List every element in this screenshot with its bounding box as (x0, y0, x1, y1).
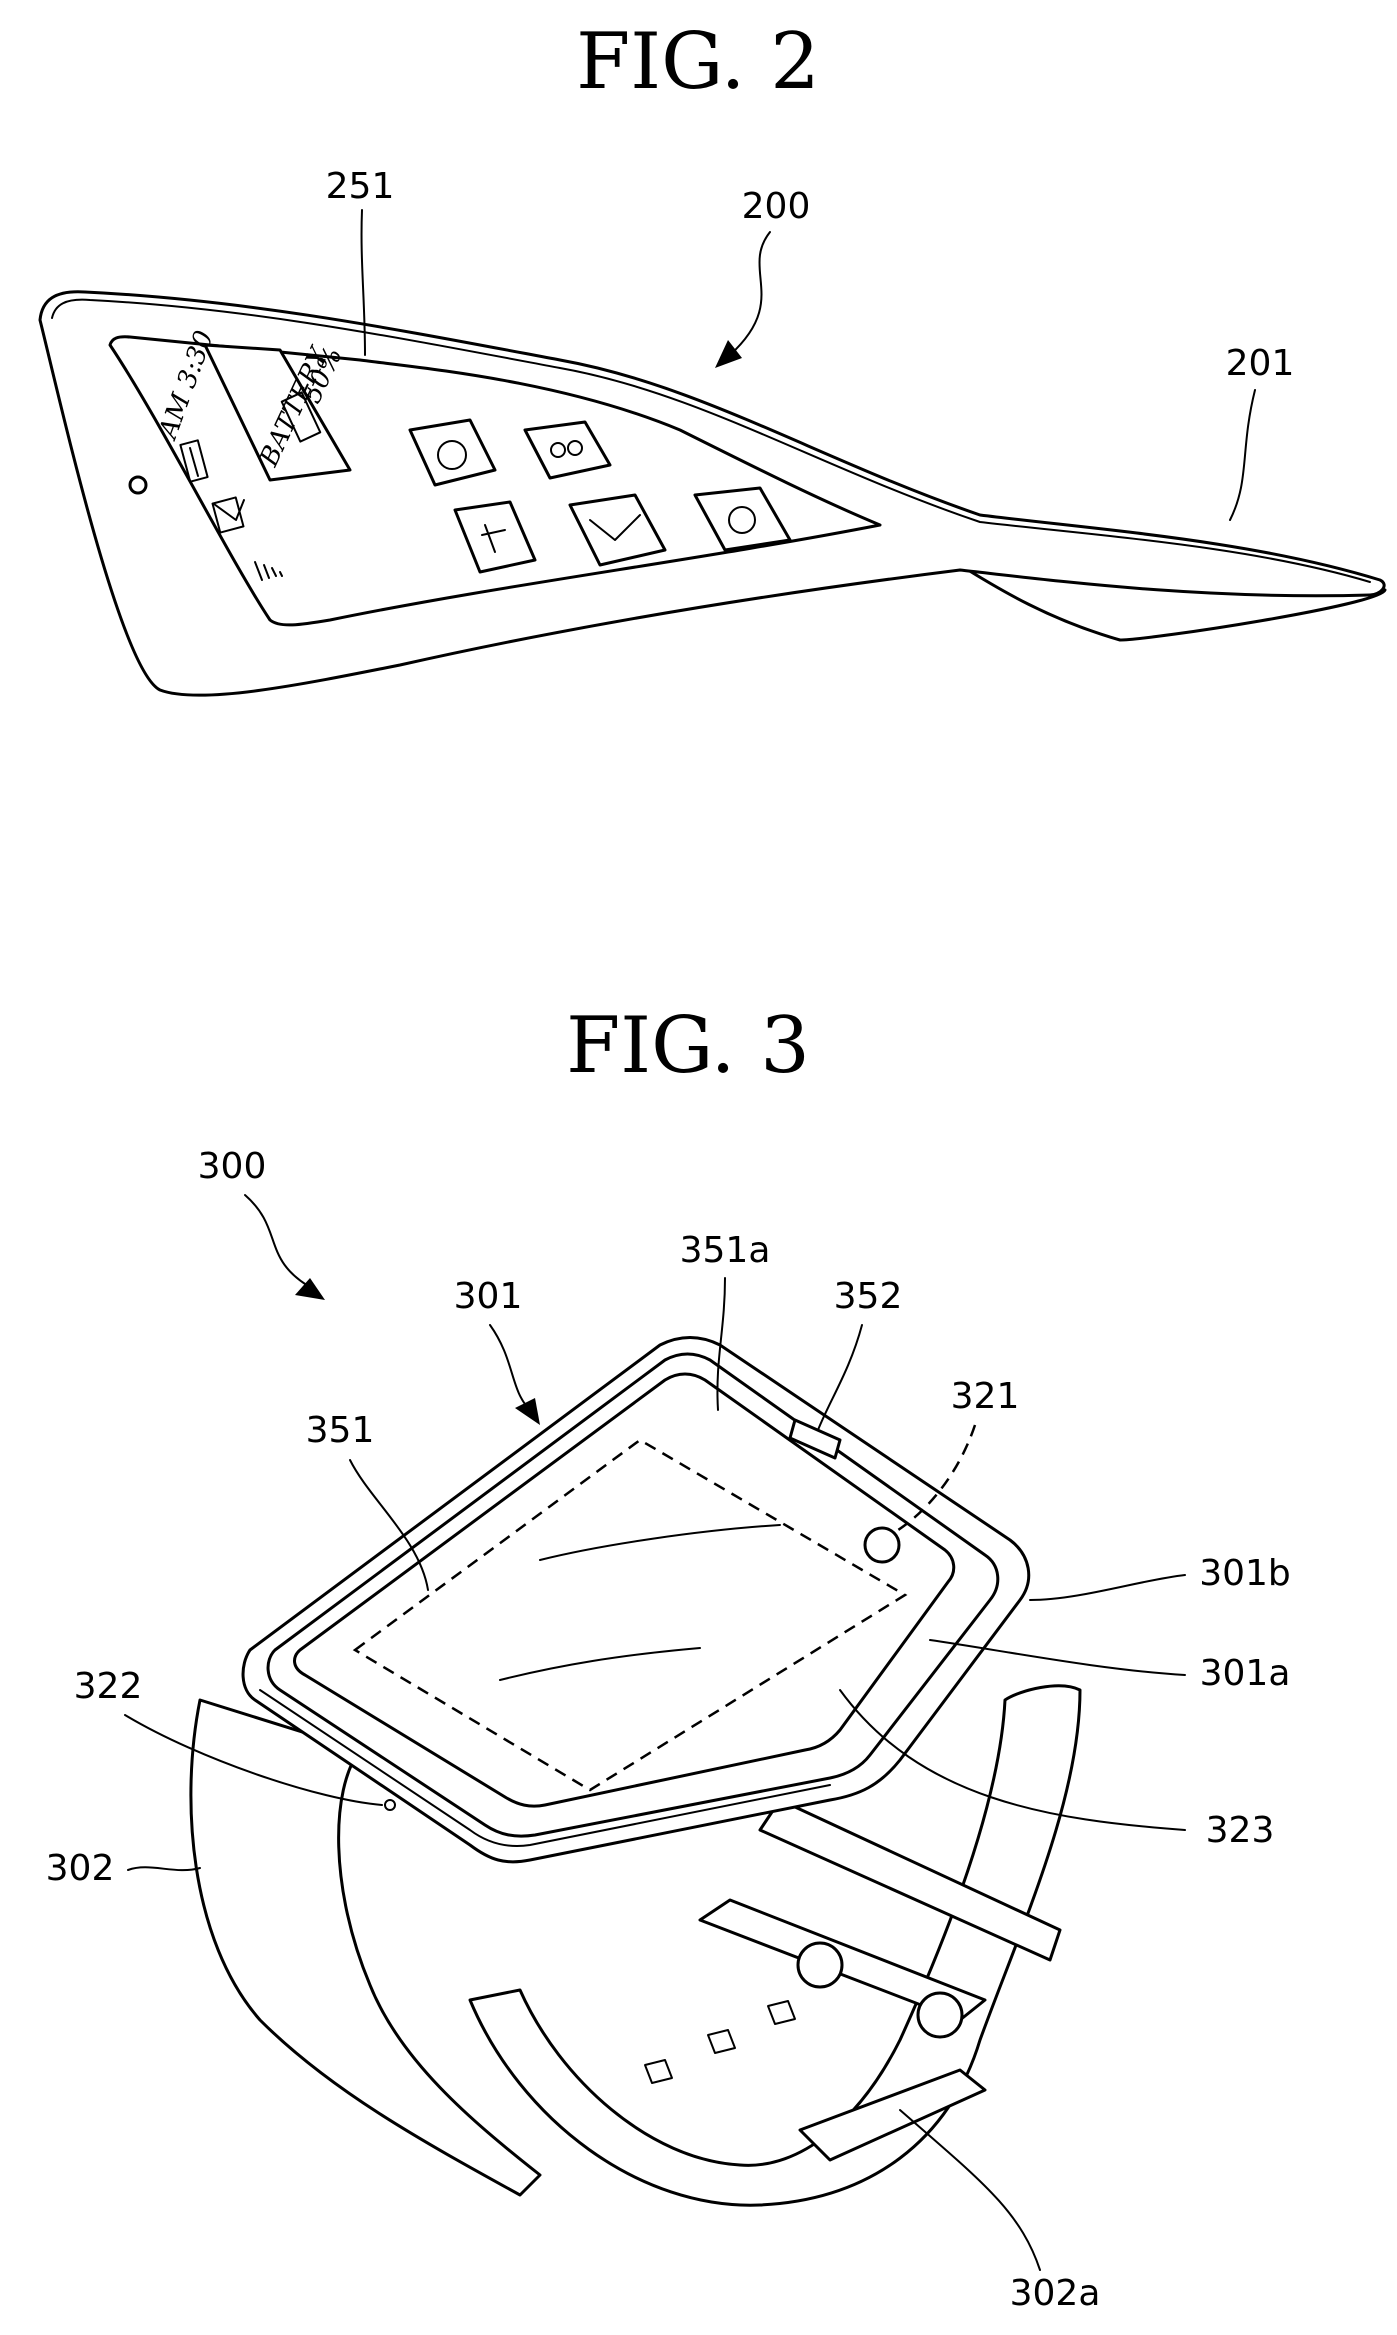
arrowhead-300 (295, 1278, 325, 1300)
figure-3-title: FIG. 3 (566, 1001, 810, 1091)
band-hole-2 (708, 2030, 735, 2053)
label-201: 201 (1226, 343, 1295, 384)
leader-300 (245, 1195, 315, 1290)
figure-2-title: FIG. 2 (576, 17, 820, 107)
leader-301 (490, 1325, 530, 1410)
leader-302 (128, 1867, 200, 1870)
label-302a: 302a (1010, 2273, 1101, 2314)
leader-301b (1030, 1575, 1185, 1600)
band-hole-3 (768, 2001, 795, 2024)
leader-201 (1230, 390, 1255, 520)
figure-3: FIG. 3 (46, 1001, 1291, 2314)
label-322: 322 (74, 1666, 143, 1707)
arrowhead-200 (715, 340, 742, 368)
buckle-pin-2 (918, 1993, 962, 2037)
label-352: 352 (834, 1276, 903, 1317)
label-301a: 301a (1200, 1653, 1291, 1694)
label-251: 251 (326, 166, 395, 207)
leader-352 (818, 1325, 862, 1430)
smartwatch-illustration (191, 1338, 1080, 2206)
label-351a: 351a (680, 1230, 771, 1271)
label-323: 323 (1206, 1810, 1275, 1851)
band-hole-1 (645, 2060, 672, 2083)
flexible-device-illustration: AM 3:30 BATTERY 50% (40, 292, 1385, 695)
label-321: 321 (951, 1376, 1020, 1417)
figure-2: FIG. 2 AM 3:30 (40, 17, 1385, 695)
leader-200 (730, 232, 770, 355)
arrowhead-301 (515, 1398, 540, 1425)
label-301: 301 (454, 1276, 523, 1317)
label-351: 351 (306, 1410, 375, 1451)
microphone-hole-icon (385, 1800, 395, 1810)
label-302: 302 (46, 1848, 115, 1889)
label-200: 200 (742, 186, 811, 227)
label-301b: 301b (1199, 1553, 1291, 1594)
label-300: 300 (198, 1146, 267, 1187)
buckle-pin-1 (798, 1943, 842, 1987)
